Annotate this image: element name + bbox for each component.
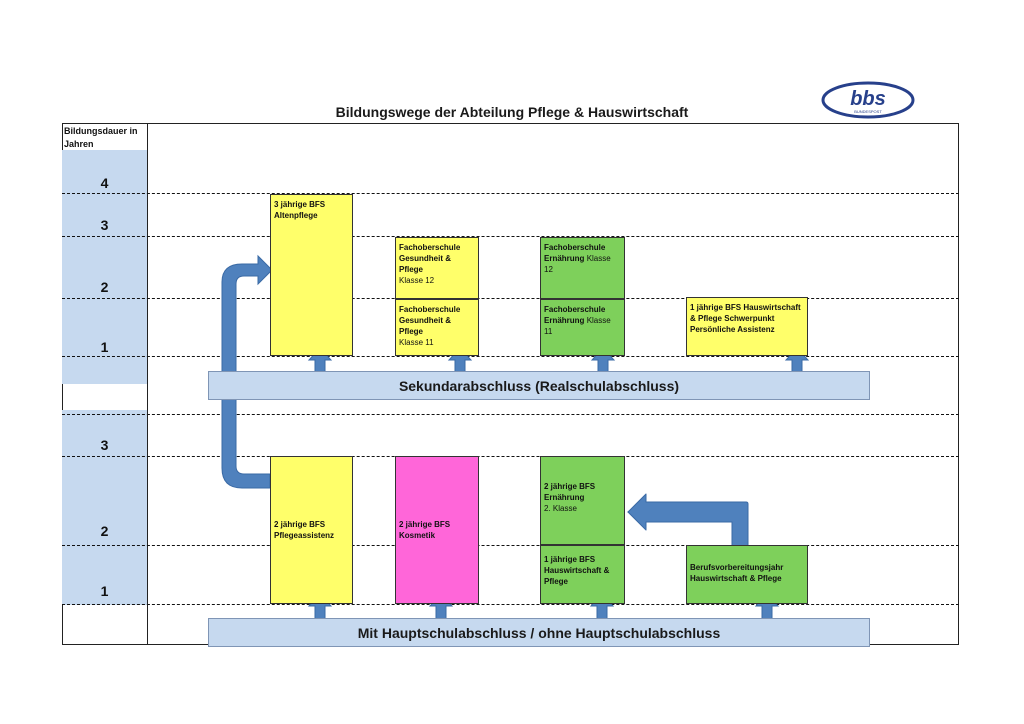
grid-line: [62, 236, 959, 237]
box-title: 3 jährige BFS Altenpflege: [274, 200, 326, 220]
grid-line: [62, 604, 959, 605]
box-title: Fachoberschule Ernährung: [544, 243, 606, 263]
box-fos-ernaehrung-12: Fachoberschule Ernährung Klasse 12: [540, 237, 625, 299]
box-bfs1-hauswirtschaft: 1 jährige BFS Hauswirtschaft & Pflege: [540, 545, 625, 604]
grid-line: [62, 356, 959, 357]
grid-line: [62, 414, 959, 415]
box-title: Fachoberschule Ernährung: [544, 305, 606, 325]
box-subtitle: Klasse 12: [399, 276, 435, 285]
box-bfs2-kosmetik: 2 jährige BFS Kosmetik: [395, 456, 479, 604]
year-label-1: 1: [100, 583, 109, 599]
bar-sekundarabschluss: Sekundarabschluss (Realschulabschluss): [208, 371, 870, 400]
box-subtitle: Klasse 11: [399, 338, 434, 347]
box-title: Berufsvorbereitungsjahr Hauswirtschaft &…: [690, 563, 784, 583]
bbs-logo: bbs BUNDESPOST: [821, 81, 915, 119]
grid-line: [62, 545, 959, 546]
logo-text: bbs: [850, 88, 886, 110]
year-label-4: 4: [100, 175, 109, 191]
box-title: 2 jährige BFS Pflegeassistenz: [274, 520, 335, 540]
year-label-3: 3: [100, 437, 109, 453]
box-title: 1 jährige BFS Hauswirtschaft & Pflege: [544, 555, 610, 586]
upper-duration-band: [62, 150, 147, 384]
lower-duration-band: [62, 410, 147, 605]
box-berufsvorbereitungsjahr: Berufsvorbereitungsjahr Hauswirtschaft &…: [686, 545, 808, 604]
box-bfs1-hauswirtschaft-schwerpunkt: 1 jährige BFS Hauswirtschaft & Pflege Sc…: [686, 297, 808, 356]
curved-up-arrow-icon: [221, 254, 273, 489]
box-title: Fachoberschule Gesundheit & Pflege: [399, 305, 461, 336]
box-bfs3-altenpflege: 3 jährige BFS Altenpflege: [270, 194, 353, 356]
box-subtitle: Klasse 11: [544, 316, 611, 336]
box-fos-gesundheit-11: Fachoberschule Gesundheit & Pflege Klass…: [395, 299, 479, 356]
duration-header: Bildungsdauer in Jahren: [64, 126, 138, 149]
box-title: 2 jährige BFS Ernährung: [544, 482, 596, 502]
year-label-2: 2: [100, 523, 109, 539]
year-label-1: 1: [100, 339, 109, 355]
logo-subtext: BUNDESPOST: [854, 109, 882, 114]
box-title: 2 jährige BFS Kosmetik: [399, 520, 451, 540]
duration-column: 4 3 2 1 3 2 1: [62, 123, 148, 645]
grid-line: [62, 456, 959, 457]
box-subtitle: Klasse 12: [544, 254, 611, 274]
bar-hauptschulabschluss: Mit Hauptschulabschluss / ohne Hauptschu…: [208, 618, 870, 647]
diagram-title: Bildungswege der Abteilung Pflege & Haus…: [335, 104, 689, 120]
year-label-3: 3: [100, 217, 109, 233]
box-title: Fachoberschule Gesundheit & Pflege: [399, 243, 461, 274]
box-subtitle: 2. Klasse: [544, 504, 577, 513]
box-fos-gesundheit-12: Fachoberschule Gesundheit & Pflege Klass…: [395, 237, 479, 299]
year-label-2: 2: [100, 279, 109, 295]
box-bfs2-pflegeassistenz: 2 jährige BFS Pflegeassistenz: [270, 456, 353, 604]
box-fos-ernaehrung-11: Fachoberschule Ernährung Klasse 11: [540, 299, 625, 356]
grid-line: [62, 193, 959, 194]
box-bfs2-ernaehrung: 2 jährige BFS Ernährung 2. Klasse: [540, 456, 625, 545]
grid-line: [62, 298, 959, 299]
box-title: 1 jährige BFS Hauswirtschaft & Pflege Sc…: [690, 303, 801, 334]
